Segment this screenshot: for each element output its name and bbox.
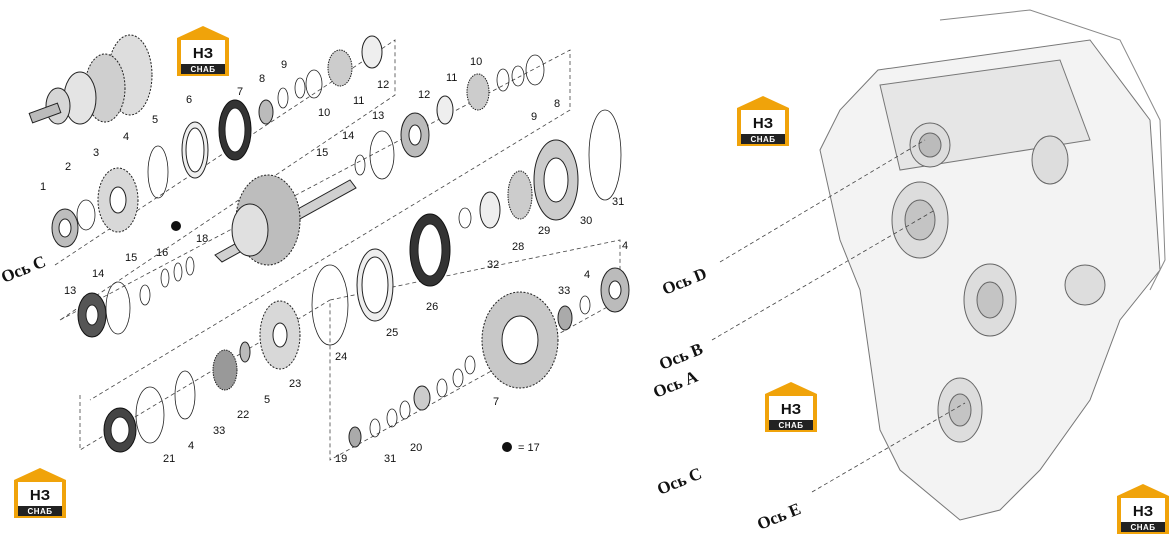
part-number: 2 (65, 161, 71, 173)
logo-mark: НЗ (193, 45, 213, 62)
part-number: 11 (446, 72, 457, 84)
brand-logo-1: НЗ СНАБ (177, 26, 229, 76)
part-number-labels: 1 2 3 4 5 6 7 8 9 10 11 12 13 14 15 16 1… (40, 56, 628, 465)
legend-dot (502, 442, 512, 452)
part-number: 9 (281, 59, 287, 71)
transmission-housing (819, 9, 1166, 521)
part-number: 33 (213, 425, 225, 437)
assembly-frame-middle (59, 49, 571, 401)
part-number: 29 (538, 225, 550, 237)
brand-logo-5: НЗ СНАБ (1117, 484, 1169, 534)
logo-caption: СНАБ (190, 65, 215, 74)
part-number: 10 (470, 56, 482, 68)
part-number: 10 (318, 107, 330, 119)
logo-mark: НЗ (781, 401, 801, 418)
logo-mark: НЗ (30, 487, 50, 504)
part-number: 21 (163, 453, 175, 465)
part-number: 4 (622, 240, 628, 252)
gear-cluster-top (28, 34, 153, 125)
part-number: 13 (372, 110, 384, 122)
axis-label-c-left: Ось C (0, 252, 48, 287)
part-number: 3 (93, 147, 99, 159)
logo-caption: СНАБ (778, 421, 803, 430)
brand-logo-2: НЗ СНАБ (737, 96, 789, 146)
part-number: 1 (40, 181, 46, 193)
part-number: 13 (64, 285, 76, 297)
part-number: 8 (259, 73, 265, 85)
part-17-marker (171, 221, 181, 231)
piston-stack (409, 109, 622, 287)
axis-labels: Ось C Ось D Ось B Ось A Ось C Ось E (0, 252, 804, 534)
part-number: 18 (196, 233, 208, 245)
part-number: 31 (612, 196, 624, 208)
part-number: 15 (316, 147, 328, 159)
part-number: 6 (186, 94, 192, 106)
logo-caption: СНАБ (27, 507, 52, 516)
part-number: 16 (156, 247, 168, 259)
part-number: 24 (335, 351, 347, 363)
lower-row-components (103, 248, 630, 453)
part-number: 12 (377, 79, 389, 91)
logo-caption: СНАБ (1130, 523, 1155, 532)
part-number: 5 (152, 114, 158, 126)
part-number: 4 (188, 440, 194, 452)
part-number: 25 (386, 327, 398, 339)
part-number: 5 (264, 394, 270, 406)
part-number: 20 (410, 442, 422, 454)
main-shaft (171, 174, 357, 266)
part-number: 11 (353, 95, 364, 107)
assembly-frame-lower-right (329, 239, 621, 461)
part-number: 14 (342, 130, 354, 142)
logo-mark: НЗ (1133, 503, 1153, 520)
middle-row-components (77, 54, 545, 338)
part-number: 7 (493, 396, 499, 408)
axis-label-c-right: Ось C (654, 464, 704, 499)
part-number: 12 (418, 89, 430, 101)
brand-logo-4: НЗ СНАБ (14, 468, 66, 518)
part-number: 22 (237, 409, 249, 421)
part-number: 4 (584, 269, 590, 281)
part-number: 15 (125, 252, 137, 264)
upper-row-components (51, 35, 383, 248)
axis-label-a: Ось A (650, 366, 701, 401)
part-number: 28 (512, 241, 524, 253)
part-number: 9 (531, 111, 537, 123)
brand-logo-3: НЗ СНАБ (765, 382, 817, 432)
legend-text: = 17 (518, 442, 540, 454)
logo-mark: НЗ (753, 115, 773, 132)
axis-leader-lines (711, 139, 966, 493)
part-number: 26 (426, 301, 438, 313)
part-number: 14 (92, 268, 104, 280)
axis-label-b: Ось B (656, 339, 705, 374)
part-number: 31 (384, 453, 396, 465)
logo-caption: СНАБ (750, 135, 775, 144)
part-number: 19 (335, 453, 347, 465)
part-number: 7 (237, 86, 243, 98)
part-number: 8 (554, 98, 560, 110)
part-number: 32 (487, 259, 499, 271)
part-number: 4 (123, 131, 129, 143)
axis-label-d: Ось D (659, 264, 709, 299)
part-number: 30 (580, 215, 592, 227)
part-number: 23 (289, 378, 301, 390)
part-number: 33 (558, 285, 570, 297)
axis-label-e: Ось E (754, 499, 803, 534)
